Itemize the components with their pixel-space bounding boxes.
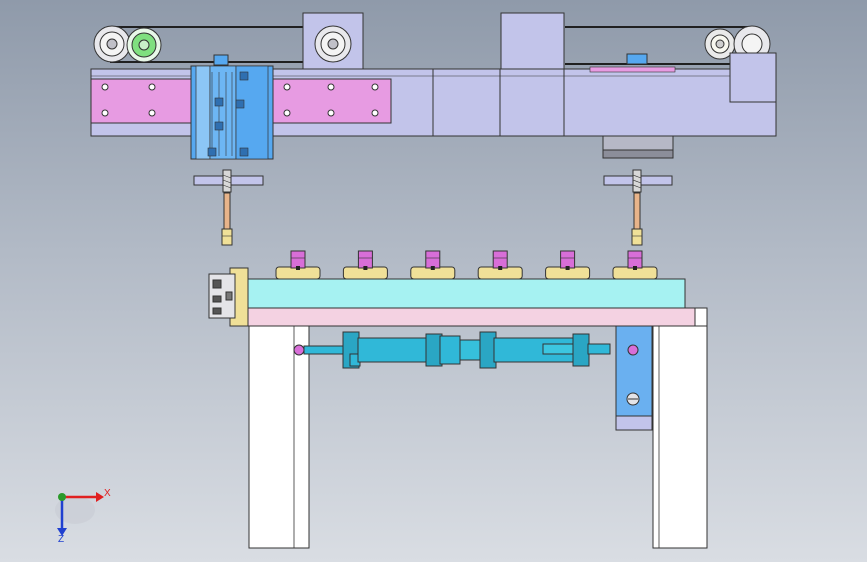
nozzle-holder[interactable] <box>275 250 321 280</box>
triad-shadow <box>55 496 95 524</box>
pneumatic-cylinder[interactable] <box>293 331 611 369</box>
nozzle-holder[interactable] <box>342 250 388 280</box>
work-table[interactable] <box>208 267 708 549</box>
triad-x-arrow <box>96 492 104 502</box>
triad-x-label: X <box>104 488 111 499</box>
motor-block-right <box>500 12 565 79</box>
triad-z-label: Z <box>58 534 64 545</box>
nozzle-holder[interactable] <box>545 250 591 280</box>
rail-screws <box>101 83 379 117</box>
rail-strip-right <box>589 66 676 73</box>
top-gantry-assembly[interactable] <box>90 12 777 160</box>
pulley-left-drive[interactable] <box>314 25 352 63</box>
pulley-left-outer[interactable] <box>93 25 131 63</box>
pulley-left-idler-green[interactable] <box>126 27 162 63</box>
pulley-right-drive[interactable] <box>704 28 736 60</box>
cylinder-bracket-right[interactable] <box>615 325 653 431</box>
edge-clamp-left[interactable] <box>208 267 249 327</box>
suction-head-left[interactable] <box>193 169 264 246</box>
slide-carriage-left[interactable] <box>190 54 274 160</box>
motor-bracket-right <box>729 52 777 103</box>
cylinder-mount-left <box>293 344 305 356</box>
nozzle-holder[interactable] <box>410 250 456 280</box>
bracket-pin <box>627 344 639 356</box>
nozzle-holder[interactable] <box>477 250 523 280</box>
slide-carriage-right[interactable] <box>602 53 674 159</box>
table-leg-right <box>652 325 708 549</box>
table-base-plate <box>247 307 708 327</box>
table-bed <box>247 278 686 309</box>
table-leg-left <box>248 325 310 549</box>
nozzle-row <box>275 250 658 280</box>
view-orientation-triad[interactable]: X Z <box>55 488 111 545</box>
nozzle-holder[interactable] <box>612 250 658 280</box>
triad-y-axis <box>58 493 66 501</box>
suction-head-right[interactable] <box>603 169 673 246</box>
triad-z-arrow <box>57 528 67 536</box>
